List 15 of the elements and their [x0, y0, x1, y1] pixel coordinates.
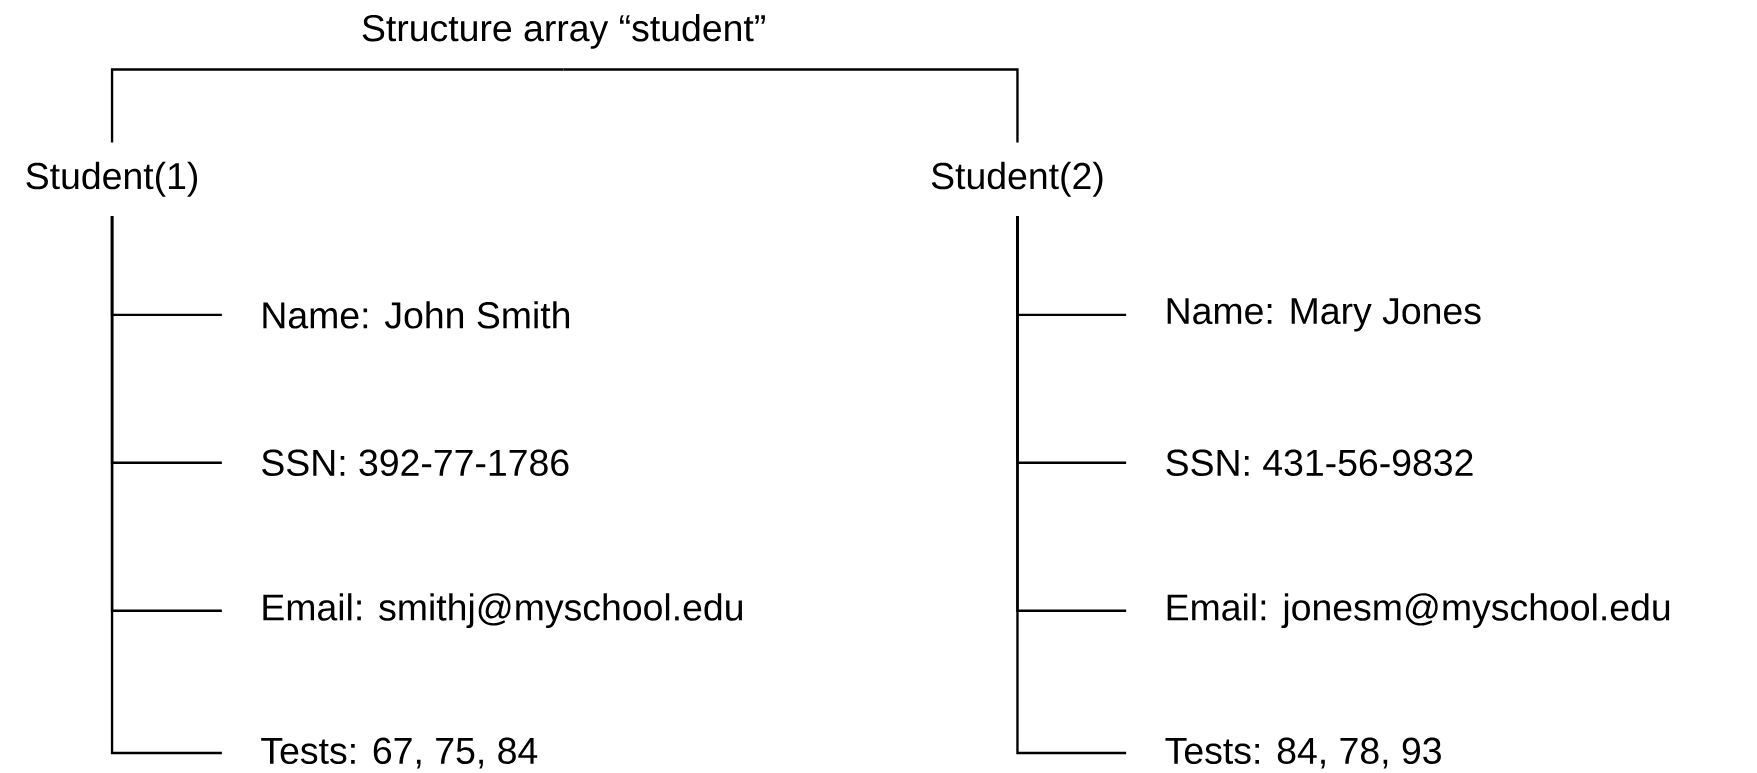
field-label: Email: jonesm@myschool.edu	[1167, 593, 1670, 629]
field-label: Email: smithj@myschool.edu	[263, 593, 742, 629]
field-label: Tests: 84, 78, 93	[1165, 737, 1441, 769]
tree-connector	[110, 68, 564, 143]
tree-connector	[110, 216, 222, 755]
tree-connector	[563, 68, 1019, 143]
field-label: SSN: 392-77-1786	[262, 449, 569, 476]
field-label: Tests: 67, 75, 84	[261, 737, 538, 769]
diagram-title: Structure array “student”	[362, 13, 765, 49]
tree-connector	[1016, 216, 1127, 755]
field-label: Name: Mary Jones	[1167, 298, 1481, 332]
field-label: SSN: 431-56-9832	[1166, 449, 1473, 476]
element-label: Student(1)	[26, 161, 198, 197]
field-label: Name: John Smith	[263, 301, 570, 329]
element-label: Student(2)	[931, 161, 1103, 197]
